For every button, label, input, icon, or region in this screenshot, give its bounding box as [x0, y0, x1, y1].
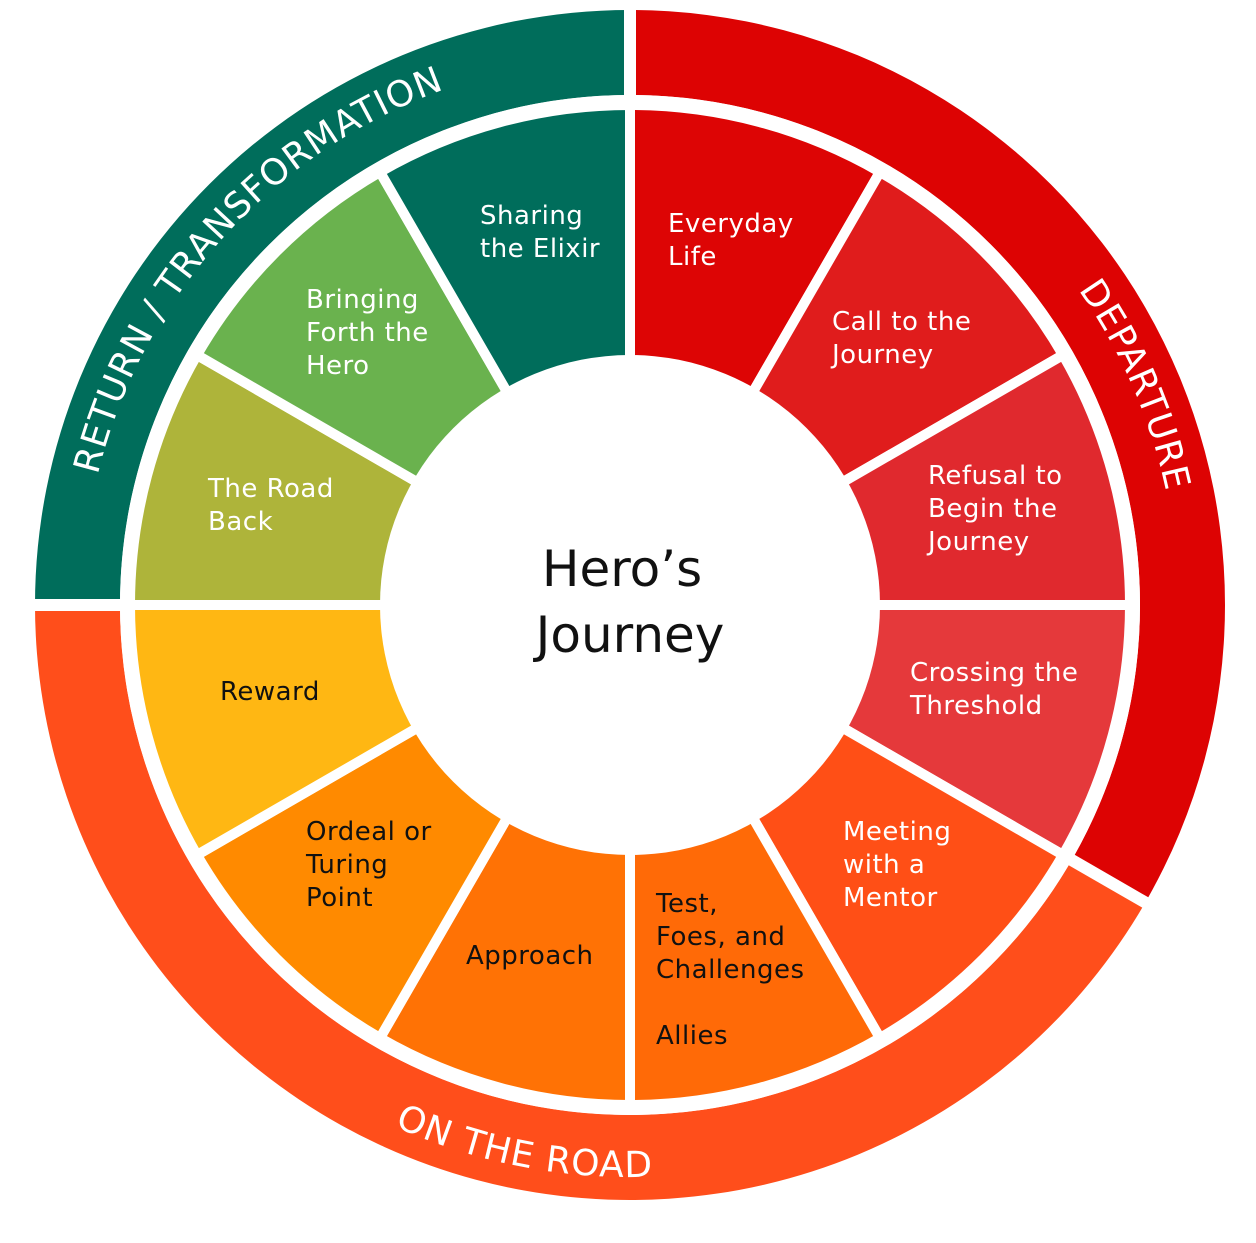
- stage-label-line: Journey: [830, 340, 934, 370]
- stage-label-line: with a: [843, 850, 925, 880]
- stage-label-line: Sharing: [480, 201, 583, 231]
- stage-label-line: Point: [306, 883, 373, 913]
- stage-label-line: Reward: [220, 677, 320, 707]
- stage-label-line: Meeting: [843, 817, 951, 847]
- stage-label-9: Reward: [220, 677, 320, 707]
- center-hub: Hero’s Journey: [380, 355, 880, 855]
- center-title-line-2: Journey: [533, 606, 725, 664]
- phase-segment-return-transformation: [35, 10, 630, 605]
- stage-label-7: Approach: [466, 941, 594, 971]
- stage-label-line: Test,: [655, 889, 718, 919]
- stage-label-line: The Road: [207, 474, 334, 504]
- stage-label-line: Back: [208, 507, 273, 537]
- stage-label-line: Foes, and: [656, 922, 785, 952]
- stage-label-line: Allies: [656, 1021, 728, 1051]
- stage-label-line: Approach: [466, 941, 594, 971]
- stage-label-line: Refusal to: [928, 461, 1063, 491]
- stage-label-line: Crossing the: [910, 658, 1078, 688]
- stage-label-line: Call to the: [832, 307, 971, 337]
- stage-label-line: Challenges: [656, 955, 805, 985]
- stage-label-line: Hero: [306, 351, 370, 381]
- stage-label-line: Journey: [926, 527, 1030, 557]
- stage-label-line: Begin the: [928, 494, 1057, 524]
- phase-divider: [1060, 849, 1152, 910]
- phase-segment-on-the-road: [35, 605, 1146, 1200]
- stage-label-line: Bringing: [306, 285, 419, 315]
- phase-segment-departure: [630, 10, 1225, 903]
- stage-label-line: Turing: [305, 850, 388, 880]
- stage-label-line: the Elixir: [480, 234, 600, 264]
- center-circle: [380, 355, 880, 855]
- stage-label-line: [656, 988, 665, 1018]
- stage-label-line: Life: [668, 242, 717, 272]
- stage-label-line: Forth the: [306, 318, 429, 348]
- stage-label-line: Mentor: [843, 883, 938, 913]
- stage-label-line: Ordeal or: [306, 817, 432, 847]
- stage-label-line: Threshold: [909, 691, 1043, 721]
- center-title-line-1: Hero’s: [542, 540, 702, 598]
- center-title: Hero’s Journey: [533, 540, 725, 664]
- stage-label-line: Everyday: [668, 209, 794, 239]
